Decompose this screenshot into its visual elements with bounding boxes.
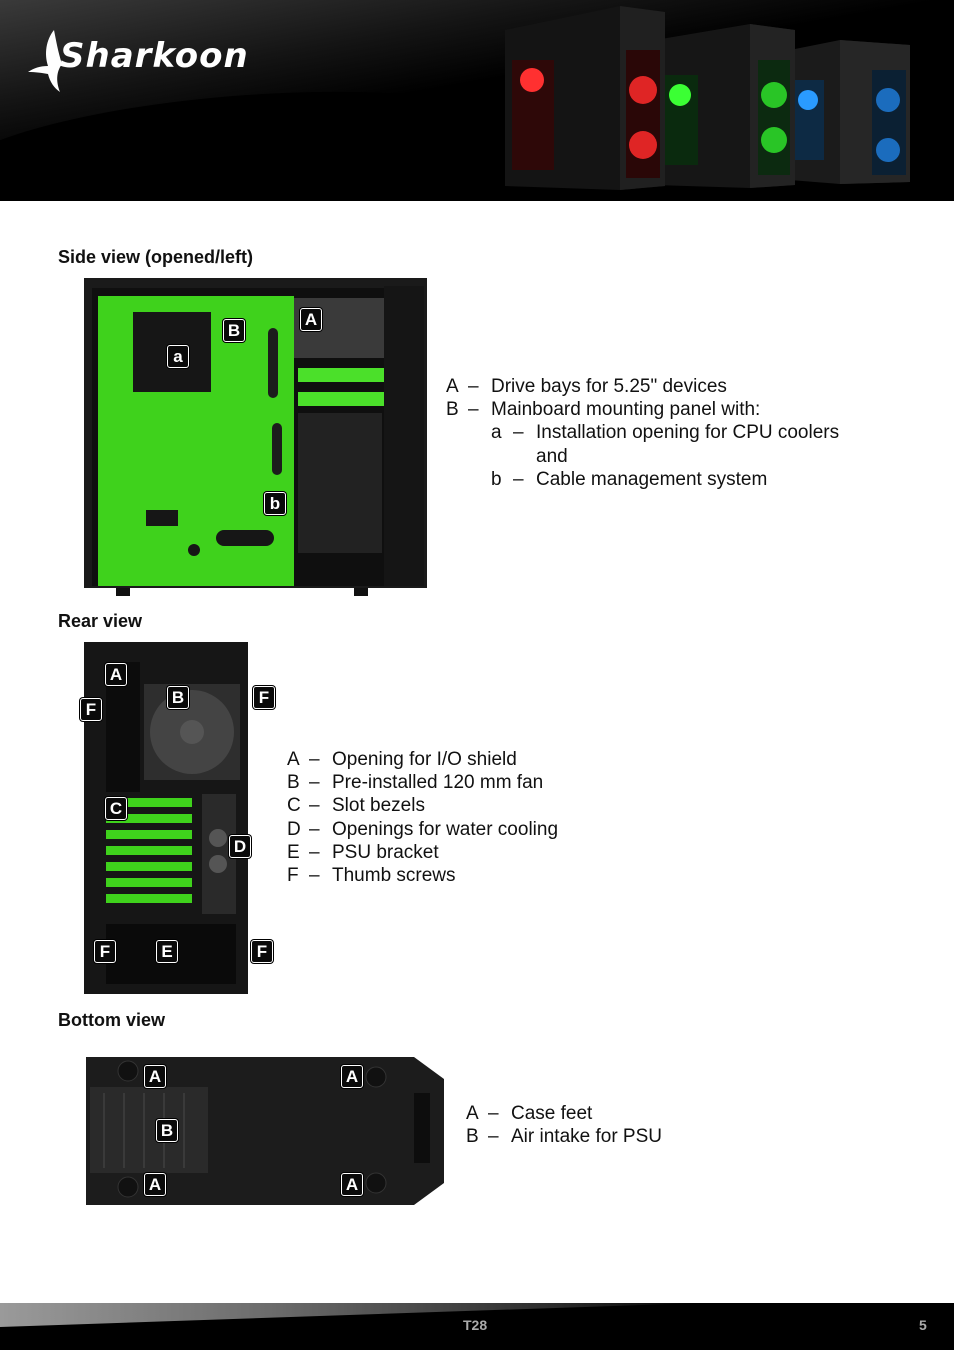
section-title-bottom-view: Bottom view <box>58 1010 166 1030</box>
footer-model: T28 <box>463 1317 488 1333</box>
legend-row: B–Air intake for PSU <box>466 1126 662 1148</box>
bottom-view-legend: A–Case feet B–Air intake for PSU <box>466 1102 826 1148</box>
legend-row: A–Case feet <box>466 1103 593 1124</box>
callout-b: b <box>264 492 286 515</box>
section-title-side-view: Side view (opened/left) <box>58 247 254 267</box>
bottom-view-photo <box>86 1057 444 1205</box>
legend-subrow: and <box>536 445 568 467</box>
legend-row: B–Mainboard mounting panel with: <box>446 399 761 421</box>
callout-A: A <box>341 1065 363 1088</box>
callout-B: B <box>167 686 189 709</box>
callout-C: C <box>105 797 127 820</box>
legend-row: F–Thumb screws <box>287 864 456 886</box>
rear-view-legend: A–Opening for I/O shield B–Pre-installed… <box>287 748 707 887</box>
callout-B: B <box>223 319 245 342</box>
callout-A: A <box>300 308 322 331</box>
callout-D: D <box>229 835 251 858</box>
callout-E: E <box>156 940 178 963</box>
side-view-legend: A–Drive bays for 5.25" devices B–Mainboa… <box>446 375 926 491</box>
callout-A: A <box>144 1065 166 1088</box>
product-towers-image <box>505 6 910 190</box>
legend-row: A–Drive bays for 5.25" devices <box>446 376 727 397</box>
legend-subrow: b–Cable management system <box>491 468 768 490</box>
callout-A: A <box>144 1173 166 1196</box>
shark-logo-icon <box>28 30 62 92</box>
legend-row: A–Opening for I/O shield <box>287 749 517 770</box>
callout-F: F <box>94 940 116 963</box>
page-footer: T28 5 <box>0 1303 954 1350</box>
callout-A: A <box>105 663 127 686</box>
page-header: Sharkoon <box>0 0 954 201</box>
page-number: 5 <box>919 1317 927 1333</box>
brand-logo-text: Sharkoon <box>60 36 249 76</box>
callout-A: A <box>341 1173 363 1196</box>
callout-F: F <box>251 940 273 963</box>
legend-subrow: a–Installation opening for CPU coolers <box>491 422 840 444</box>
legend-row: D–Openings for water cooling <box>287 818 559 840</box>
legend-row: C–Slot bezels <box>287 795 425 817</box>
side-view-photo <box>84 278 427 596</box>
callout-F: F <box>253 686 275 709</box>
legend-row: B–Pre-installed 120 mm fan <box>287 772 544 794</box>
callout-F: F <box>80 698 102 721</box>
section-title-rear-view: Rear view <box>58 611 143 631</box>
legend-row: E–PSU bracket <box>287 841 439 863</box>
callout-a: a <box>167 345 189 368</box>
callout-B: B <box>156 1119 178 1142</box>
